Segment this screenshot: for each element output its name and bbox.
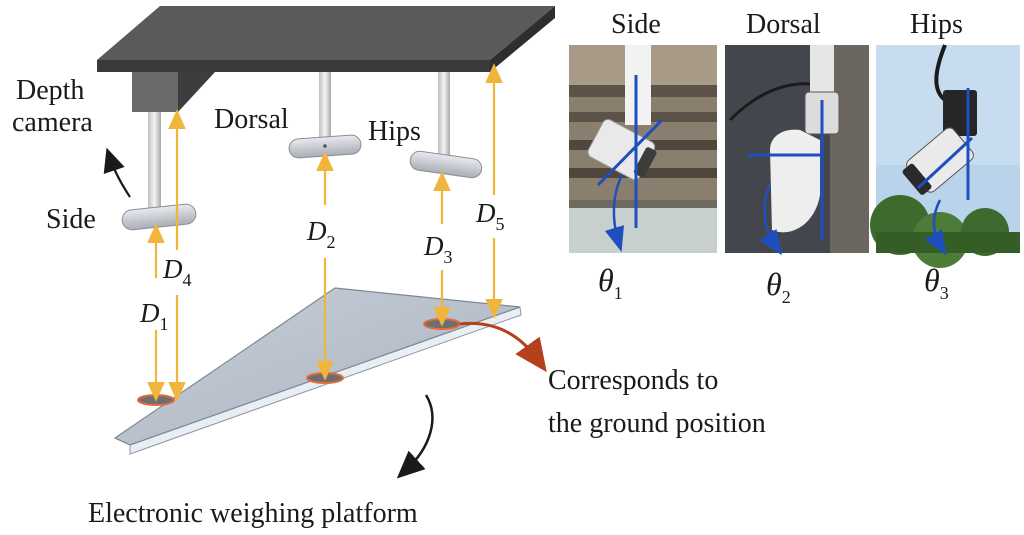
- camera-side: [121, 203, 197, 231]
- label-side: Side: [46, 204, 96, 235]
- camera-mount-block: [132, 72, 178, 112]
- label-d4: D4: [162, 254, 192, 290]
- label-d1: D1: [139, 298, 169, 334]
- platform-pointer-arrow: [396, 394, 434, 479]
- label-corresponds-line1: Corresponds to: [548, 365, 718, 396]
- label-depth-camera-line1: Depth: [16, 75, 84, 106]
- label-corresponds-line2: the ground position: [548, 408, 766, 439]
- label-theta-2: θ2: [766, 266, 791, 307]
- photo-side: [569, 45, 717, 253]
- frame-front-edge: [97, 60, 490, 72]
- label-d5: D5: [475, 198, 505, 234]
- label-theta-3: θ3: [924, 262, 949, 303]
- pole-side: [148, 112, 161, 212]
- pole-dorsal: [319, 72, 331, 137]
- photo-dorsal: [725, 45, 869, 256]
- camera-dorsal: [288, 134, 362, 159]
- ground-position-arrow: [459, 321, 547, 373]
- distance-arrows: [147, 63, 503, 402]
- frame-top-plate: [97, 6, 555, 60]
- ground-mark-hips: [423, 318, 461, 330]
- photo-title-side: Side: [611, 9, 661, 40]
- camera-mount-block-side: [178, 72, 215, 112]
- label-dorsal: Dorsal: [214, 104, 289, 135]
- photo-title-dorsal: Dorsal: [746, 9, 821, 40]
- label-d2: D2: [306, 216, 336, 252]
- photo-hips: [870, 44, 1020, 268]
- ground-mark-dorsal: [306, 372, 344, 384]
- photo-title-hips: Hips: [910, 9, 963, 40]
- label-hips: Hips: [368, 116, 421, 147]
- label-platform: Electronic weighing platform: [88, 498, 418, 529]
- label-depth-camera-line2: camera: [12, 107, 93, 138]
- ground-mark-side: [137, 394, 175, 406]
- platform-top: [113, 287, 521, 446]
- label-d3: D3: [423, 231, 453, 267]
- frame-right-edge: [490, 6, 555, 72]
- pole-hips: [438, 72, 450, 155]
- label-theta-1: θ1: [598, 262, 623, 303]
- frame-structure: [97, 6, 555, 112]
- camera-hips: [409, 150, 483, 179]
- depth-camera-pointer-arrow: [103, 147, 131, 198]
